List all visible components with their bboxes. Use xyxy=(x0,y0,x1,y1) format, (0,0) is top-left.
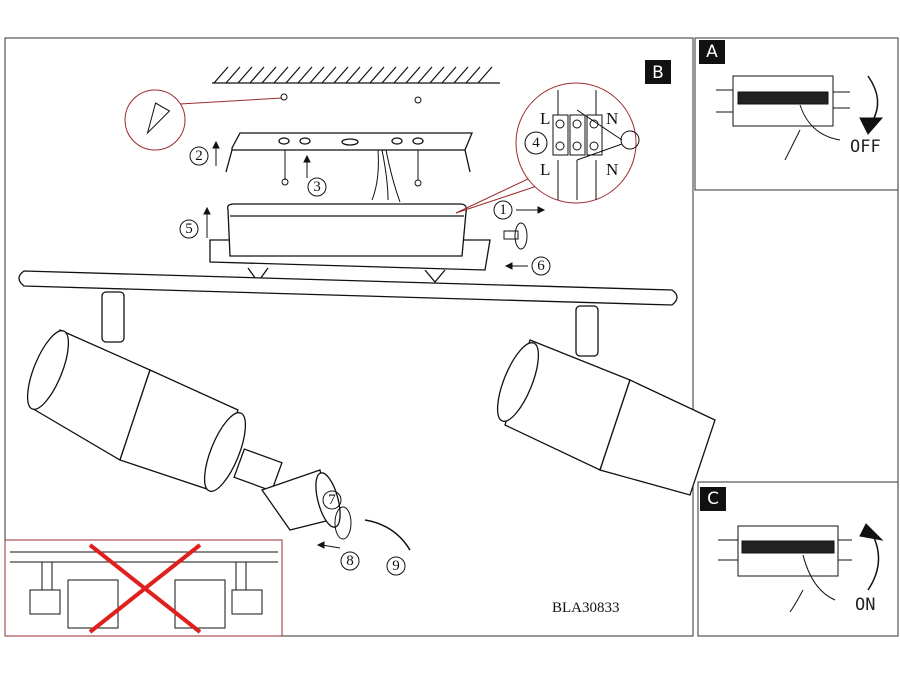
step-9: 9 xyxy=(392,558,400,574)
step-4: 4 xyxy=(532,135,540,151)
supply-wires xyxy=(371,149,401,203)
model-code: BLA30833 xyxy=(552,600,620,616)
arrows xyxy=(203,140,546,549)
step-8: 8 xyxy=(346,553,354,569)
retaining-ring xyxy=(334,506,352,540)
circuit-breaker-on xyxy=(718,523,884,613)
ceiling-hatch xyxy=(212,66,500,84)
wall-plug-callout xyxy=(124,89,283,151)
live-label-bottom: L xyxy=(540,160,550,179)
step-2: 2 xyxy=(195,148,203,164)
main-frame xyxy=(4,37,694,637)
screw xyxy=(281,150,422,187)
panel-a-frame xyxy=(694,37,899,191)
step-7: 7 xyxy=(328,492,336,508)
svg-text:C: C xyxy=(707,489,719,509)
off-label: OFF xyxy=(850,137,881,157)
step-6: 6 xyxy=(537,258,545,274)
panel-label-b: B xyxy=(645,60,671,84)
incorrect-mounting-inset xyxy=(4,539,283,637)
on-label: ON xyxy=(855,595,875,615)
terminal-block-callout xyxy=(515,82,640,204)
neutral-label-top: N xyxy=(606,109,618,128)
side-screw xyxy=(503,222,528,250)
mounting-bracket xyxy=(225,132,473,173)
step-1: 1 xyxy=(499,202,507,218)
gu10-bulb xyxy=(233,448,341,531)
spotlight-right xyxy=(496,305,716,496)
svg-text:A: A xyxy=(706,42,718,62)
svg-text:B: B xyxy=(652,63,664,83)
live-label-top: L xyxy=(540,109,550,128)
cross-mark xyxy=(88,543,202,634)
panel-c-frame xyxy=(697,481,899,637)
neutral-label-bottom: N xyxy=(606,160,618,179)
step-5: 5 xyxy=(185,221,193,237)
step-3: 3 xyxy=(313,179,321,195)
canopy xyxy=(209,203,491,284)
callout-line xyxy=(455,184,541,214)
panel-label-c: C xyxy=(700,487,726,511)
step-numbers xyxy=(179,131,551,576)
spotlight-left xyxy=(26,291,247,492)
panel-label-a: A xyxy=(699,40,725,64)
light-rail xyxy=(18,270,678,306)
circuit-breaker-off xyxy=(716,75,884,161)
rotate-arrow xyxy=(364,519,411,551)
